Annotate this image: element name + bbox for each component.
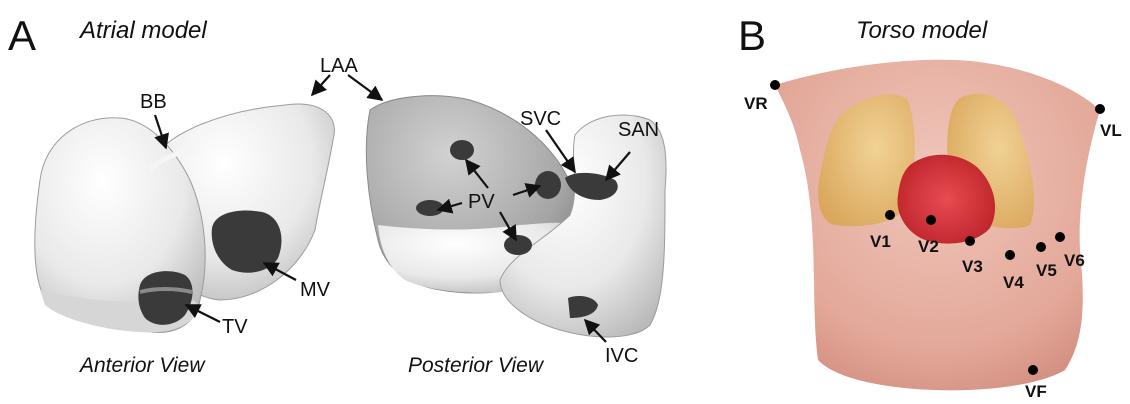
label-vr: VR xyxy=(744,94,768,113)
label-vl: VL xyxy=(1100,121,1122,140)
label-v6: V6 xyxy=(1064,251,1085,270)
electrode-v2 xyxy=(926,215,936,225)
pv-opening-4 xyxy=(504,235,532,255)
label-laa: LAA xyxy=(320,55,358,77)
pv-opening-3 xyxy=(416,200,444,216)
electrode-vf xyxy=(1028,365,1038,375)
panel-a-title: Atrial model xyxy=(78,17,207,44)
label-v2: V2 xyxy=(918,237,939,256)
anterior-view-label: Anterior View xyxy=(78,354,206,377)
electrode-vr xyxy=(770,80,780,90)
pv-opening-2 xyxy=(535,171,561,199)
electrode-v5 xyxy=(1036,242,1046,252)
label-v4: V4 xyxy=(1003,273,1024,292)
label-v3: V3 xyxy=(962,257,983,276)
posterior-view-label: Posterior View xyxy=(408,354,545,377)
electrode-v6 xyxy=(1055,232,1065,242)
electrode-v4 xyxy=(1005,250,1015,260)
label-bb: BB xyxy=(140,91,167,113)
label-v1: V1 xyxy=(870,232,891,251)
electrode-v1 xyxy=(885,210,895,220)
label-mv: MV xyxy=(300,279,331,301)
label-pv: PV xyxy=(468,191,495,213)
label-vf: VF xyxy=(1025,382,1047,401)
panel-b-letter: B xyxy=(738,12,766,59)
electrode-v3 xyxy=(965,236,975,246)
label-tv: TV xyxy=(222,316,248,338)
label-ivc: IVC xyxy=(605,345,638,367)
label-v5: V5 xyxy=(1036,261,1057,280)
atria-anterior-model xyxy=(35,104,335,332)
panel-b-title: Torso model xyxy=(856,17,988,44)
label-san: SAN xyxy=(618,119,659,141)
panel-a-letter: A xyxy=(8,12,36,59)
pv-opening-1 xyxy=(450,140,474,160)
label-svc: SVC xyxy=(520,108,561,130)
electrode-vl xyxy=(1095,104,1105,114)
